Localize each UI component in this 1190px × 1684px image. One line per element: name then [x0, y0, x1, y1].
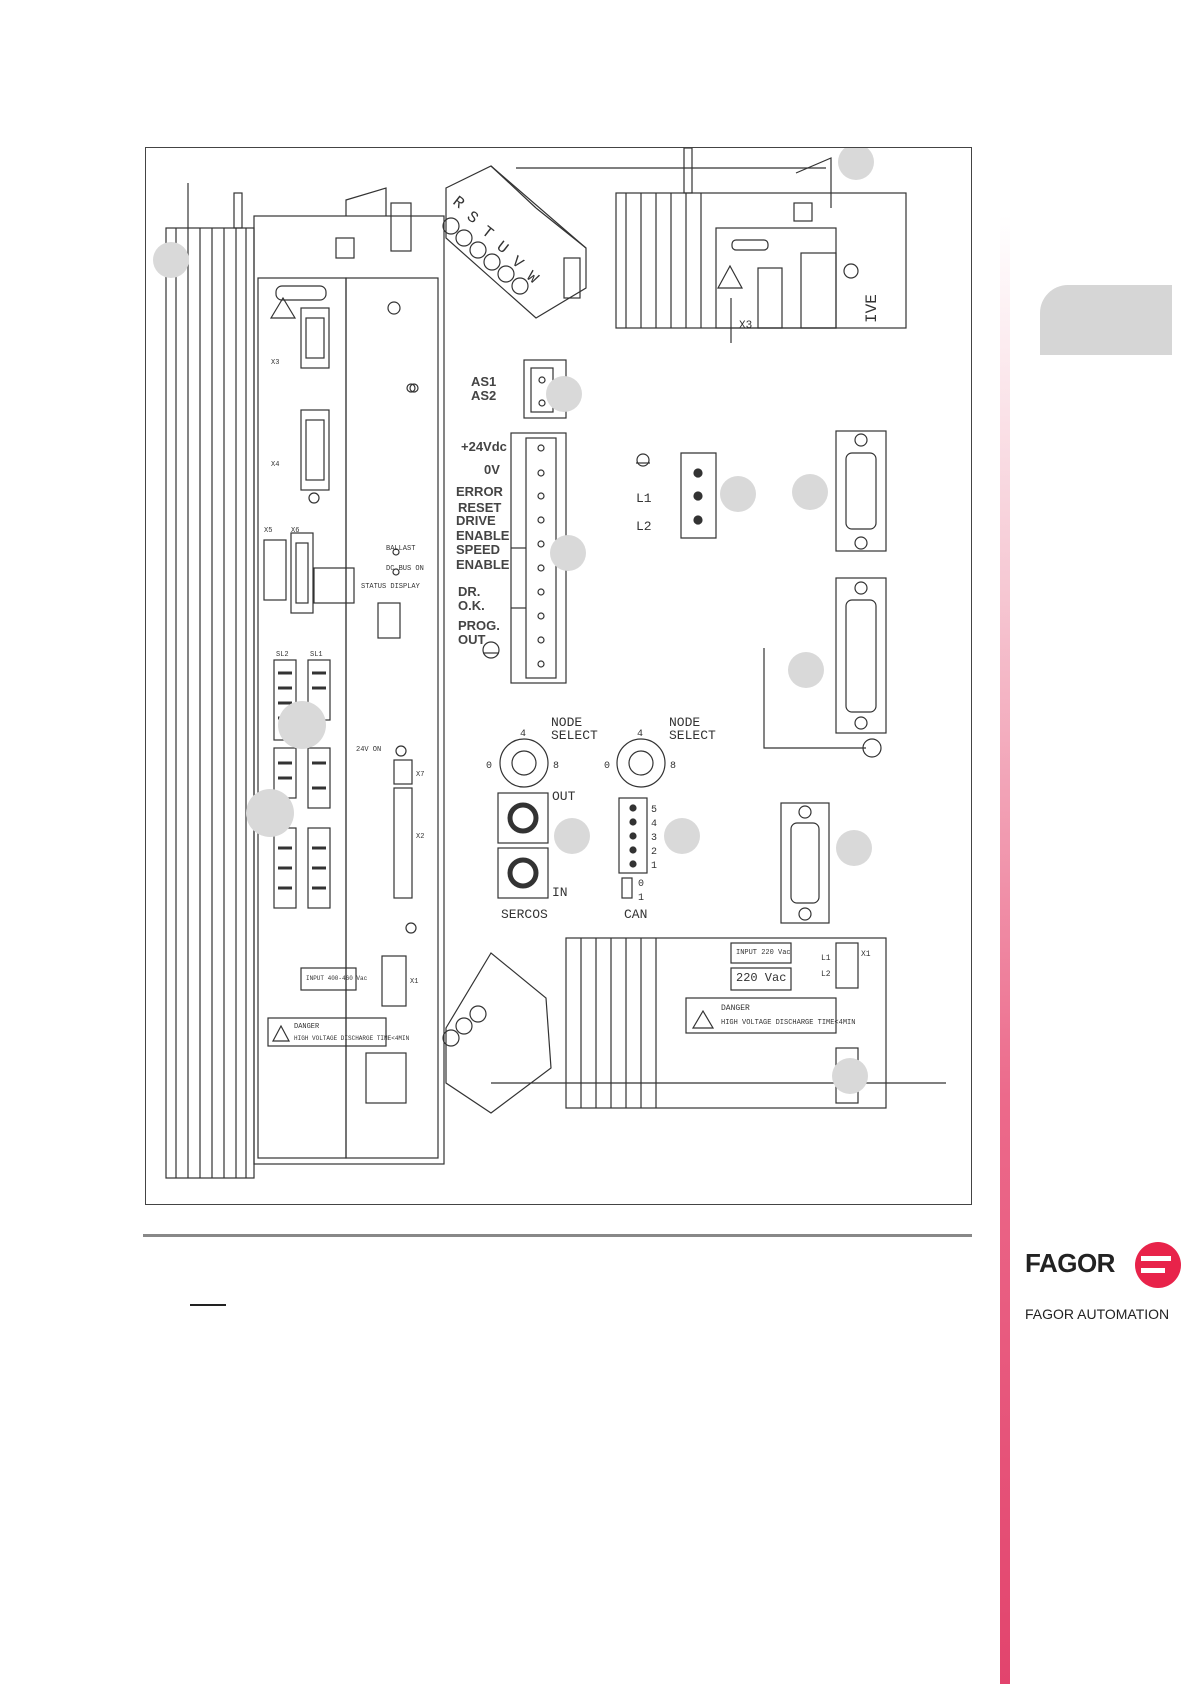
label-ballast: BALLAST [386, 545, 415, 553]
dial-2-right: 8 [670, 761, 676, 772]
label-x5: X5 [264, 527, 272, 535]
can-pin-5: 5 [651, 805, 657, 816]
bottom-rule [143, 1234, 972, 1237]
label-drive: DRIVE [456, 513, 496, 528]
label-dr: DR. [458, 584, 480, 599]
drive-module-figure: R S T U V W X3 IVE X3 X4 X5 X6 BALLAST D… [145, 147, 972, 1205]
label-l2-right: L2 [821, 970, 831, 979]
label-reset: RESET [458, 500, 501, 515]
label-danger-right: DANGER [721, 1004, 750, 1013]
dial-1-top: 4 [520, 729, 526, 740]
label-enable-1: ENABLE [456, 528, 510, 543]
label-t: T [478, 223, 497, 243]
label-sl2: SL2 [276, 651, 289, 659]
label-x2: X2 [416, 833, 424, 841]
label-dc-bus-on: DC BUS ON [386, 565, 424, 573]
dial-2-left: 0 [604, 761, 610, 772]
label-0v: 0V [484, 462, 500, 477]
can-pin-4: 4 [651, 819, 657, 830]
label-l2: L2 [636, 519, 652, 534]
can-switch-0: 0 [638, 879, 644, 890]
label-x1-right: X1 [861, 950, 871, 959]
label-input-right: INPUT 220 Vac [736, 949, 791, 957]
chapter-tab [1040, 285, 1172, 355]
label-l1: L1 [636, 491, 652, 506]
can-pin-1: 1 [651, 861, 657, 872]
label-ok: O.K. [458, 598, 485, 613]
underline-mark [190, 1304, 226, 1306]
fagor-logo: FAGOR FAGOR AUTOMATION [1025, 1240, 1185, 1330]
label-x7: X7 [416, 771, 424, 779]
dial-1-left: 0 [486, 761, 492, 772]
sercos-out: OUT [552, 789, 576, 804]
label-x6: X6 [291, 527, 299, 535]
can-pin-3: 3 [651, 833, 657, 844]
can-name: CAN [624, 907, 647, 922]
label-x3-upper: X3 [739, 320, 752, 332]
label-as1: AS1 [471, 374, 496, 389]
label-24v-on: 24V ON [356, 746, 381, 754]
label-24vdc: +24Vdc [461, 439, 507, 454]
label-x1: X1 [410, 978, 418, 986]
logo-word: FAGOR [1025, 1248, 1115, 1278]
side-gradient-bar [1000, 215, 1010, 1684]
dial-1-right: 8 [553, 761, 559, 772]
label-l1-right: L1 [821, 954, 831, 963]
label-r: R [449, 193, 468, 213]
label-input: INPUT 400-460 Vac [306, 975, 368, 982]
label-220vac: 220 Vac [736, 971, 786, 985]
sercos-name: SERCOS [501, 907, 548, 922]
can-switch-1: 1 [638, 893, 644, 904]
drive-drawing: R S T U V W X3 IVE X3 X4 X5 X6 BALLAST D… [153, 148, 946, 1179]
label-s: S [463, 208, 482, 228]
node-select-2-line1: NODE [669, 715, 700, 730]
label-as2: AS2 [471, 388, 496, 403]
label-v: V [508, 253, 527, 273]
label-sl1: SL1 [310, 651, 323, 659]
label-danger: DANGER [294, 1023, 320, 1031]
label-status-display: STATUS DISPLAY [361, 583, 421, 591]
label-speed: SPEED [456, 542, 500, 557]
heatsink [165, 183, 255, 1179]
label-error: ERROR [456, 484, 504, 499]
label-ive: IVE [863, 294, 881, 323]
node-select-1-line2: SELECT [551, 728, 598, 743]
label-enable-2: ENABLE [456, 557, 510, 572]
label-prog: PROG. [458, 618, 500, 633]
label-w: W [523, 268, 542, 288]
label-danger-text: HIGH VOLTAGE DISCHARGE TIME<4MIN [294, 1035, 410, 1042]
rstuvw-plug [442, 165, 587, 319]
label-danger-text-right: HIGH VOLTAGE DISCHARGE TIME<4MIN [721, 1019, 855, 1027]
logo-subtitle: FAGOR AUTOMATION [1025, 1306, 1170, 1322]
label-out: OUT [458, 632, 486, 647]
callout-circles [153, 148, 874, 1094]
node-select-1-line1: NODE [551, 715, 582, 730]
dial-2-top: 4 [637, 729, 643, 740]
label-x4: X4 [271, 461, 279, 469]
node-select-2-line2: SELECT [669, 728, 716, 743]
label-x3: X3 [271, 359, 279, 367]
sercos-in: IN [552, 885, 568, 900]
can-pin-2: 2 [651, 847, 657, 858]
fagor-mark-icon [1135, 1242, 1181, 1288]
